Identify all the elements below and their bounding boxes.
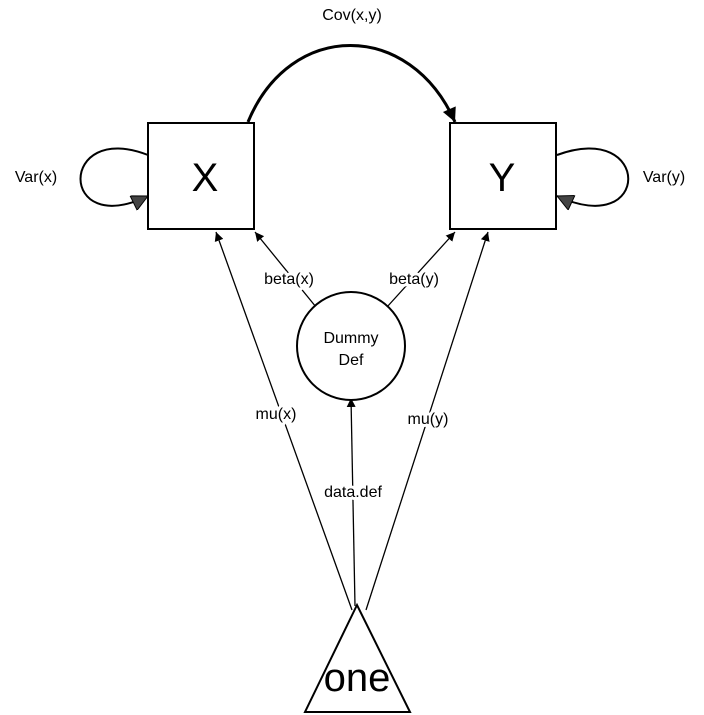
mu-x-edge xyxy=(214,231,353,611)
node-one-label: one xyxy=(324,656,391,700)
node-y-label: Y xyxy=(489,156,516,200)
beta-x-edge xyxy=(254,231,317,308)
var-y-label: Var(y) xyxy=(643,169,685,186)
beta-x-label: beta(x) xyxy=(264,271,314,288)
node-dummy-circle xyxy=(296,291,406,401)
var-x-label: Var(x) xyxy=(15,169,57,186)
node-y-box xyxy=(449,122,557,230)
node-x-box xyxy=(147,122,255,230)
mu-y-edge xyxy=(365,231,490,611)
mu-x-label: mu(x) xyxy=(256,406,297,423)
var-x-loop xyxy=(79,147,149,206)
data-def-edge xyxy=(346,397,356,607)
beta-y-label: beta(y) xyxy=(389,271,439,288)
cov-label: Cov(x,y) xyxy=(322,7,382,24)
mu-y-label: mu(y) xyxy=(408,411,449,428)
node-dummy-line2: Def xyxy=(339,352,364,369)
node-x-label: X xyxy=(192,156,219,200)
data-def-label: data.def xyxy=(324,484,382,501)
cov-edge xyxy=(236,44,457,138)
node-one-triangle xyxy=(303,602,412,713)
var-y-loop xyxy=(557,147,630,206)
beta-y-edge xyxy=(386,231,456,308)
node-dummy-line1: Dummy xyxy=(323,330,378,347)
